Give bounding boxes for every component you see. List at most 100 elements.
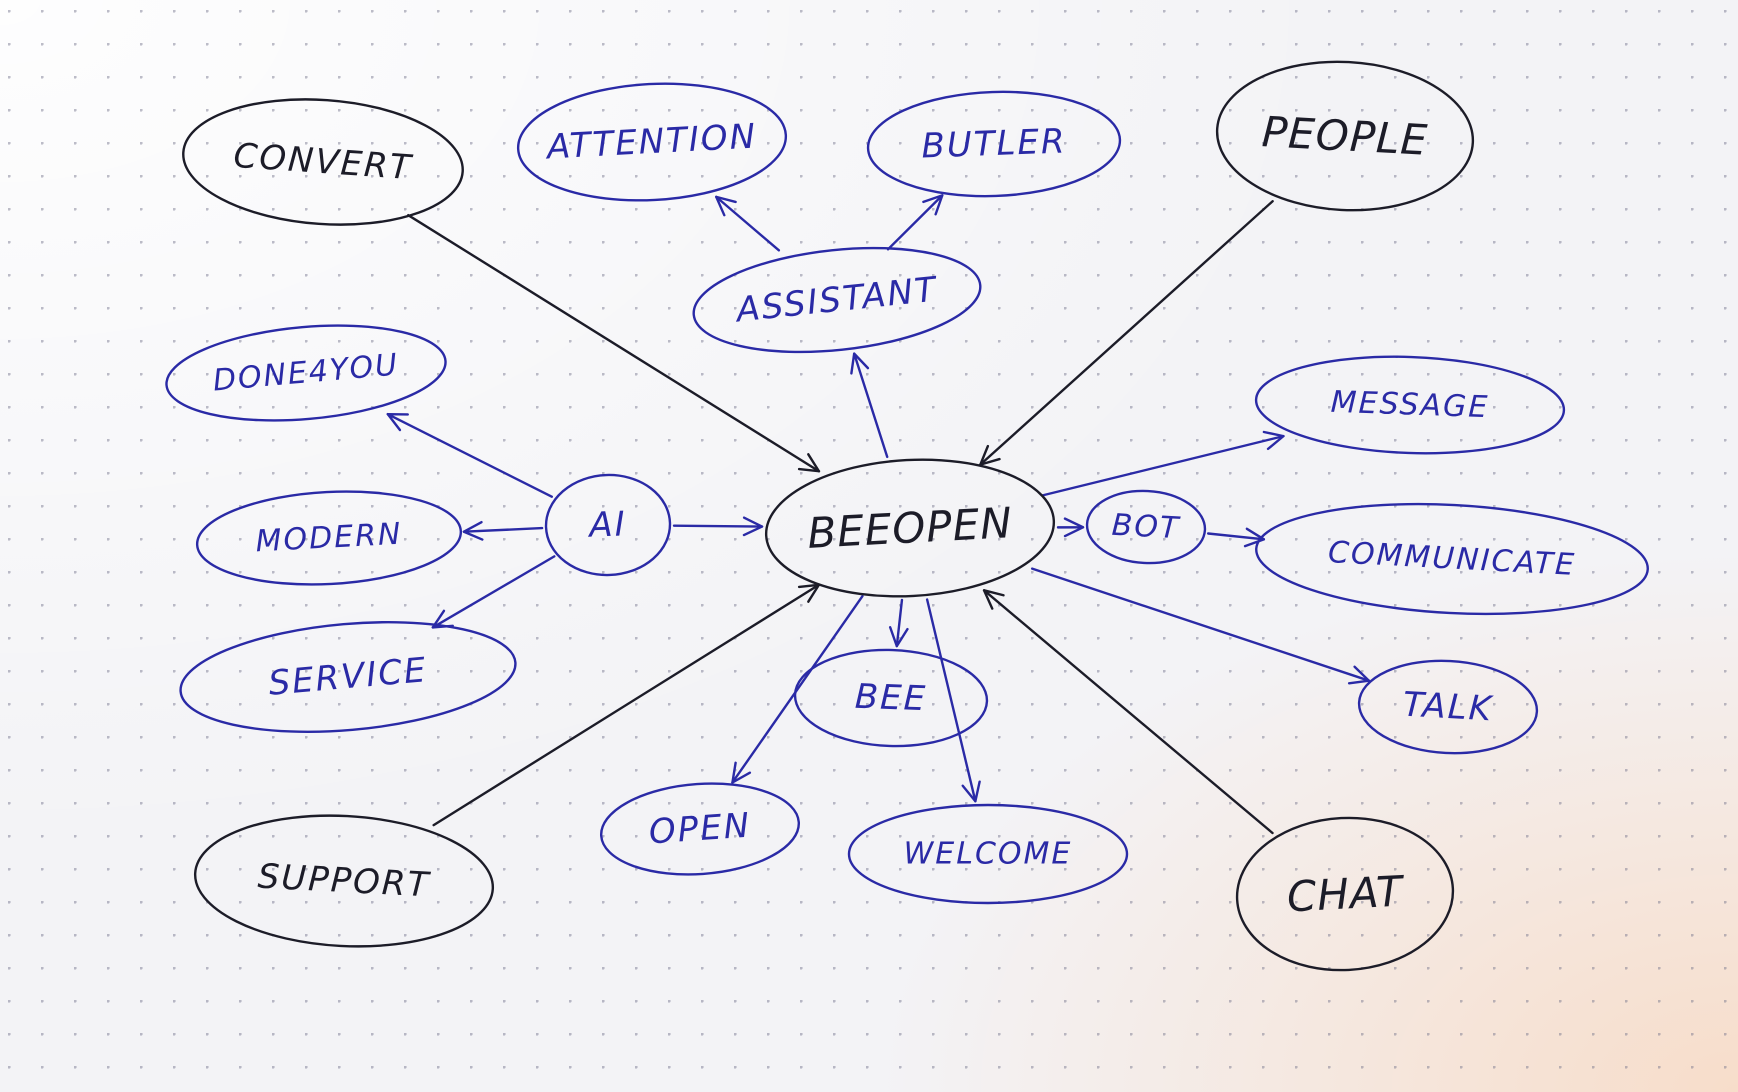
- node-ellipse: [692, 246, 982, 354]
- node-talk: TALK: [1357, 659, 1539, 755]
- edge-line: [432, 583, 821, 827]
- node-label: SUPPORT: [257, 857, 432, 906]
- node-modern: MODERN: [195, 490, 463, 586]
- node-ellipse: [1357, 659, 1539, 755]
- node-support: SUPPORT: [193, 814, 495, 948]
- node-label: PEOPLE: [1261, 107, 1430, 165]
- edge-assistant-to-attention: [715, 195, 781, 252]
- edge-ai-to-done4you: [386, 412, 553, 498]
- node-label: MESSAGE: [1330, 385, 1490, 426]
- edge-line: [925, 598, 977, 803]
- edge-line: [982, 589, 1274, 835]
- edge-line: [895, 598, 904, 648]
- node-welcome: WELCOME: [847, 803, 1129, 905]
- edge-bot-to-communicate: [1206, 527, 1266, 548]
- arrow-head-icon: [922, 194, 944, 216]
- node-beeopen: BEEOPEN: [764, 458, 1056, 598]
- node-ellipse: [793, 648, 989, 748]
- node-people: PEOPLE: [1215, 60, 1475, 212]
- edge-assistant-to-butler: [886, 194, 944, 251]
- edge-ai-to-service: [431, 555, 556, 629]
- node-ellipse: [1085, 489, 1207, 565]
- edge-line: [715, 195, 781, 252]
- node-ellipse: [1255, 502, 1649, 616]
- node-message: MESSAGE: [1254, 355, 1566, 455]
- node-ellipse: [1215, 60, 1475, 212]
- edge-line: [672, 524, 764, 528]
- node-assistant: ASSISTANT: [692, 246, 982, 354]
- node-ellipse: [1235, 816, 1455, 972]
- arrow-head-icon: [731, 761, 752, 784]
- edge-line: [431, 555, 556, 629]
- arrow-head-icon: [386, 412, 409, 432]
- edge-line: [1206, 532, 1266, 541]
- arrow-head-icon: [1063, 517, 1085, 538]
- edge-line: [979, 200, 1274, 466]
- node-ellipse: [516, 82, 788, 202]
- node-label: BOT: [1111, 508, 1182, 547]
- node-ellipse: [182, 98, 464, 226]
- node-bot: BOT: [1085, 489, 1207, 565]
- node-ellipse: [544, 473, 672, 577]
- node-ellipse: [866, 90, 1122, 198]
- node-label: DONE4YOU: [212, 347, 401, 398]
- edge-beeopen-to-welcome: [925, 598, 981, 803]
- arrow-head-icon: [1243, 527, 1266, 548]
- edge-beeopen-to-assistant: [850, 352, 889, 459]
- edge-line: [852, 352, 889, 459]
- node-label: MODERN: [255, 517, 403, 560]
- edge-beeopen-to-bee: [888, 598, 909, 648]
- edge-line: [462, 526, 544, 533]
- node-attention: ATTENTION: [516, 82, 788, 202]
- arrow-head-icon: [797, 453, 821, 473]
- arrow-head-icon: [1347, 665, 1371, 685]
- arrow-head-icon: [715, 195, 737, 217]
- node-label: AI: [587, 504, 628, 545]
- node-label: ASSISTANT: [733, 270, 940, 331]
- node-ellipse: [179, 621, 517, 733]
- edges-layer: [386, 194, 1371, 835]
- node-label: BEE: [854, 677, 928, 719]
- arrow-head-icon: [797, 583, 821, 603]
- edge-line: [407, 213, 821, 473]
- node-label: CHAT: [1286, 866, 1407, 921]
- node-chat: CHAT: [1235, 816, 1455, 972]
- node-label: BEEOPEN: [806, 498, 1014, 558]
- node-ellipse: [165, 324, 447, 422]
- node-label: COMMUNICATE: [1327, 535, 1577, 583]
- arrow-head-icon: [982, 589, 1005, 610]
- edge-beeopen-to-bot: [1056, 517, 1085, 538]
- node-ellipse: [193, 814, 495, 948]
- node-label: CONVERT: [232, 136, 414, 188]
- node-ai: AI: [544, 473, 672, 577]
- edge-beeopen-to-talk: [1030, 567, 1371, 685]
- arrow-head-icon: [850, 352, 870, 375]
- node-bee: BEE: [793, 648, 989, 748]
- node-ellipse: [847, 803, 1129, 905]
- edge-line: [386, 412, 553, 498]
- node-butler: BUTLER: [866, 90, 1122, 198]
- arrow-head-icon: [1262, 430, 1285, 451]
- arrow-head-icon: [462, 520, 484, 541]
- node-convert: CONVERT: [182, 98, 464, 226]
- node-ellipse: [195, 490, 463, 586]
- node-label: WELCOME: [904, 837, 1073, 872]
- node-ellipse: [1254, 355, 1566, 455]
- node-label: ATTENTION: [544, 117, 758, 168]
- arrow-head-icon: [961, 780, 981, 803]
- edge-ai-to-beeopen: [672, 516, 764, 537]
- arrow-head-icon: [888, 626, 909, 648]
- node-ellipse: [599, 782, 801, 876]
- node-label: BUTLER: [921, 121, 1067, 166]
- edge-chat-to-beeopen: [982, 589, 1274, 835]
- node-communicate: COMMUNICATE: [1255, 502, 1649, 616]
- edge-line: [1040, 434, 1285, 497]
- edge-beeopen-to-message: [1040, 430, 1285, 497]
- edge-line: [886, 194, 944, 251]
- edge-people-to-beeopen: [979, 200, 1274, 466]
- edge-line: [731, 594, 864, 784]
- node-label: OPEN: [648, 805, 753, 852]
- edge-convert-to-beeopen: [407, 213, 821, 473]
